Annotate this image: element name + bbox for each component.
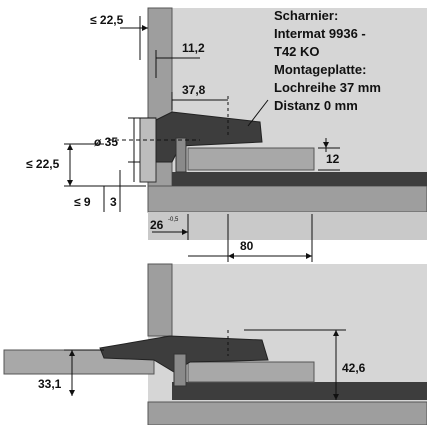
dim-3: 3 (110, 195, 117, 209)
spec-line-1: Scharnier: (274, 8, 338, 23)
top-diagram: ≤ 22,5 11,2 37,8 ø 35 ≤ 22,5 ≤ 9 3 12 (26, 7, 427, 262)
spec-line-4: Montageplatte: (274, 62, 366, 77)
dim-80: 80 (240, 239, 254, 253)
hinge-plate-bottom (173, 353, 187, 387)
dim-left-22-5: ≤ 22,5 (26, 157, 60, 171)
cabinet-lower-edge-top (148, 212, 427, 240)
cabinet-bottom-panel-bottom (147, 401, 427, 425)
dim-26-tolerance: -0,5 (168, 217, 179, 223)
spec-note: Scharnier: Intermat 9936 - T42 KO Montag… (274, 8, 381, 113)
dim-26: 26 (150, 218, 164, 232)
spec-line-2: Intermat 9936 - (274, 26, 366, 41)
hinge-arm-top (155, 111, 263, 163)
door-panel-top (172, 172, 427, 186)
mounting-plate-top (187, 147, 315, 171)
door-panel-bottom (172, 382, 427, 400)
hinge-cup-top (139, 117, 157, 183)
spec-line-3: T42 KO (274, 44, 320, 59)
cabinet-bottom-panel-top (147, 185, 427, 213)
dim-37-8: 37,8 (182, 83, 206, 97)
hinge-plate-top (175, 137, 187, 173)
mounting-plate-bottom (187, 361, 315, 383)
dim-12: 12 (326, 152, 340, 166)
spec-line-6: Distanz 0 mm (274, 98, 358, 113)
dim-dia-35: ø 35 (94, 135, 118, 149)
bottom-diagram: 42,6 33,1 (3, 263, 427, 425)
dim-33-1: 33,1 (38, 377, 62, 391)
dim-42-6: 42,6 (342, 361, 366, 375)
dim-11-2: 11,2 (182, 41, 205, 55)
dim-9: ≤ 9 (74, 195, 91, 209)
dim-top-overlay: ≤ 22,5 (90, 13, 124, 27)
cabinet-side-panel-bottom (147, 263, 173, 337)
spec-line-5: Lochreihe 37 mm (274, 80, 381, 95)
